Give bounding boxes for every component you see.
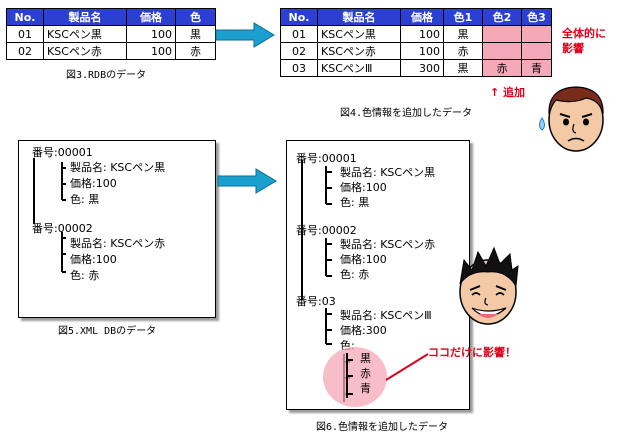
record-color: 色: 黒 bbox=[340, 196, 370, 209]
record-id: 番号:00001 bbox=[32, 146, 93, 159]
figure-caption: 図3.RDBのデータ bbox=[66, 70, 147, 81]
table-cell: 300 bbox=[400, 59, 444, 77]
color-item: 青 bbox=[360, 382, 371, 395]
table-cell: 100 bbox=[400, 42, 444, 60]
table-cell: KSCペン黒 bbox=[317, 25, 401, 43]
table-row: 01 KSCペン黒 100 黒 bbox=[6, 25, 216, 43]
header-cell: 価格 bbox=[400, 8, 444, 26]
impact-note: ココだけに影響！ bbox=[428, 346, 516, 359]
worried-man-icon bbox=[539, 86, 604, 152]
callout-line bbox=[385, 353, 429, 381]
record-id: 番号:00002 bbox=[32, 222, 93, 235]
table-cell: 100 bbox=[126, 42, 176, 60]
table-row: 03 KSCペンⅢ 300 黒 赤 青 bbox=[280, 59, 552, 77]
record-id: 番号:03 bbox=[296, 295, 336, 308]
table-row: 02 KSCペン赤 100 赤 bbox=[6, 42, 216, 60]
table-cell: KSCペン赤 bbox=[43, 42, 127, 60]
figure-caption: 図4.色情報を追加したデータ bbox=[340, 108, 473, 119]
arrow-right-icon bbox=[217, 168, 277, 194]
header-cell: 価格 bbox=[126, 8, 176, 26]
table-cell: 03 bbox=[280, 59, 318, 77]
added-note: ↑ 追加 bbox=[490, 86, 526, 99]
header-cell: 製品名 bbox=[317, 8, 401, 26]
header-cell: 色 bbox=[175, 8, 216, 26]
table-cell: 02 bbox=[6, 42, 44, 60]
tree-lines bbox=[33, 158, 66, 273]
record-name: 製品名: KSCペン赤 bbox=[340, 238, 436, 251]
record-price: 価格:100 bbox=[340, 253, 387, 266]
table-cell: KSCペンⅢ bbox=[317, 59, 401, 77]
header-cell: No. bbox=[6, 8, 44, 26]
table-cell: 青 bbox=[521, 59, 552, 77]
record-price: 価格:100 bbox=[340, 181, 387, 194]
arrow-right-icon bbox=[215, 22, 275, 48]
table-row: 01 KSCペン黒 100 黒 bbox=[280, 25, 552, 43]
figure-caption: 図6.色情報を追加したデータ bbox=[316, 422, 449, 433]
table-cell: 01 bbox=[6, 25, 44, 43]
record-id: 番号:00002 bbox=[296, 224, 357, 237]
table-header-row: No. 製品名 価格 色 bbox=[6, 8, 216, 26]
header-cell: 色1 bbox=[443, 8, 483, 26]
rdb-table: No. 製品名 価格 色 01 KSCペン黒 100 黒 02 KSCペン赤 1… bbox=[6, 8, 216, 60]
record-color: 色: 赤 bbox=[340, 268, 370, 281]
header-cell: No. bbox=[280, 8, 318, 26]
record-price: 価格:100 bbox=[70, 253, 117, 266]
header-cell: 色3 bbox=[521, 8, 552, 26]
table-cell: 100 bbox=[400, 25, 444, 43]
table-cell: 01 bbox=[280, 25, 318, 43]
table-cell: 100 bbox=[126, 25, 176, 43]
record-price: 価格:300 bbox=[340, 324, 387, 337]
empty-cell bbox=[521, 42, 552, 60]
record-name: 製品名: KSCペン赤 bbox=[70, 237, 166, 250]
record-name: 製品名: KSCペン黒 bbox=[70, 161, 166, 174]
record-color: 色: 赤 bbox=[70, 269, 100, 282]
xml-data-box bbox=[18, 140, 216, 318]
empty-cell bbox=[521, 25, 552, 43]
table-cell: KSCペン赤 bbox=[317, 42, 401, 60]
table-header-row: No. 製品名 価格 色1 色2 色3 bbox=[280, 8, 552, 26]
tree-lines bbox=[346, 353, 353, 398]
record-price: 価格:100 bbox=[70, 177, 117, 190]
empty-cell bbox=[482, 42, 522, 60]
color-item: 赤 bbox=[360, 367, 371, 380]
table-cell: 赤 bbox=[175, 42, 216, 60]
table-cell: 赤 bbox=[443, 42, 483, 60]
impact-note: 全体的に 影響 bbox=[562, 27, 606, 55]
color-item: 黒 bbox=[360, 352, 371, 365]
table-cell: 黒 bbox=[443, 59, 483, 77]
happy-man-icon bbox=[459, 246, 519, 325]
table-cell: KSCペン黒 bbox=[43, 25, 127, 43]
header-cell: 製品名 bbox=[43, 8, 127, 26]
record-name: 製品名: KSCペン黒 bbox=[340, 166, 436, 179]
empty-cell bbox=[482, 25, 522, 43]
table-cell: 黒 bbox=[175, 25, 216, 43]
table-cell: 赤 bbox=[482, 59, 522, 77]
record-name: 製品名: KSCペンⅢ bbox=[340, 309, 432, 322]
record-id: 番号:00001 bbox=[296, 152, 357, 165]
table-row: 02 KSCペン赤 100 赤 bbox=[280, 42, 552, 60]
header-cell: 色2 bbox=[482, 8, 522, 26]
table-cell: 黒 bbox=[443, 25, 483, 43]
record-color: 色: 黒 bbox=[70, 193, 100, 206]
table-cell: 02 bbox=[280, 42, 318, 60]
rdb-table-extended: No. 製品名 価格 色1 色2 色3 01 KSCペン黒 100 黒 02 K… bbox=[280, 8, 552, 77]
highlight-ellipse bbox=[323, 347, 387, 407]
figure-caption: 図5.XML DBのデータ bbox=[58, 326, 157, 337]
